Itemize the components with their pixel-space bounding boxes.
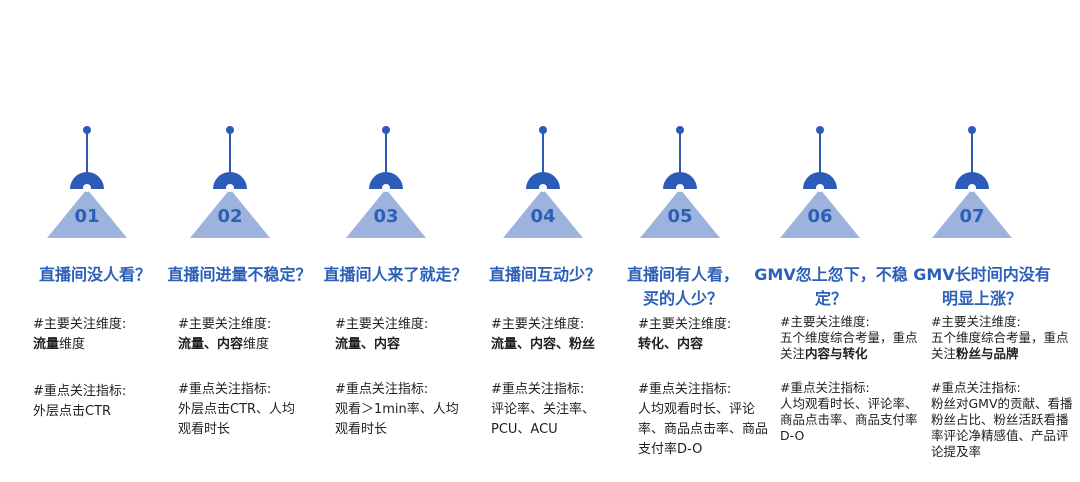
question-title: GMV忽上忽下，不稳定？ bbox=[754, 265, 908, 308]
lamp-icon-07: 07 bbox=[932, 126, 1012, 238]
dimension-suffix: 维度 bbox=[59, 337, 86, 352]
dimension-label: #主要关注维度: bbox=[638, 317, 732, 332]
dimension-block: #主要关注维度: 转化、内容 bbox=[638, 315, 768, 355]
question-title: 直播间有人看，买的人少？ bbox=[626, 265, 739, 308]
indicator-block: #重点关注指标: 外层点击CTR bbox=[33, 382, 158, 422]
indicator-block: #重点关注指标: 外层点击CTR、人均观看时长 bbox=[178, 380, 296, 440]
step-number: 03 bbox=[373, 206, 399, 227]
indicator-block: #重点关注指标: 评论率、关注率、PCU、ACU bbox=[491, 380, 606, 440]
indicator-text: 评论率、关注率、PCU、ACU bbox=[491, 402, 596, 437]
lamp-icon-02: 02 bbox=[190, 126, 270, 238]
indicator-block: #重点关注指标: 人均观看时长、评论率、商品点击率、商品支付率D-O bbox=[638, 380, 773, 460]
step-number: 01 bbox=[74, 206, 100, 227]
lamp-icon-05: 05 bbox=[640, 126, 720, 238]
question-title: GMV长时间内没有明显上涨？ bbox=[913, 265, 1051, 308]
dimension-block: #主要关注维度: 五个维度综合考量，重点关注内容与转化 bbox=[780, 314, 925, 362]
dimension-label: #主要关注维度: bbox=[780, 314, 870, 329]
dimension-highlight: 流量、内容 bbox=[335, 337, 401, 352]
dimension-label: #主要关注维度: bbox=[491, 317, 585, 332]
lamp-icon-01: 01 bbox=[47, 126, 127, 238]
dimension-block: #主要关注维度: 五个维度综合考量，重点关注粉丝与品牌 bbox=[931, 314, 1076, 362]
dimension-block: #主要关注维度: 流量、内容维度 bbox=[178, 315, 303, 355]
question-title: 直播间人来了就走？ bbox=[323, 265, 468, 284]
indicator-block: #重点关注指标: 观看＞1min率、人均观看时长 bbox=[335, 380, 460, 440]
step-number: 02 bbox=[217, 206, 243, 227]
dimension-label: #主要关注维度: bbox=[33, 317, 127, 332]
dimension-highlight: 粉丝与品牌 bbox=[956, 346, 1019, 361]
dimension-highlight: 流量 bbox=[33, 337, 60, 352]
step-number: 05 bbox=[667, 206, 693, 227]
dimension-block: #主要关注维度: 流量、内容 bbox=[335, 315, 460, 355]
dimension-prefix: 五个维度综合考量，重点关注 bbox=[931, 330, 1069, 361]
dimension-block: #主要关注维度: 流量维度 bbox=[33, 315, 158, 355]
dimension-label: #主要关注维度: bbox=[931, 314, 1021, 329]
step-number: 04 bbox=[530, 206, 556, 227]
indicator-text: 人均观看时长、评论率、商品点击率、商品支付率D-O bbox=[780, 396, 918, 443]
indicator-text: 人均观看时长、评论率、商品点击率、商品支付率D-O bbox=[638, 402, 769, 457]
indicator-text: 粉丝对GMV的贡献、看播粉丝占比、粉丝活跃看播率评论净精感值、产品评论提及率 bbox=[931, 396, 1073, 459]
indicator-label: #重点关注指标: bbox=[33, 384, 127, 399]
indicator-label: #重点关注指标: bbox=[335, 382, 429, 397]
step-number: 07 bbox=[959, 206, 985, 227]
question-title: 直播间没人看？ bbox=[38, 265, 151, 284]
dimension-label: #主要关注维度: bbox=[335, 317, 429, 332]
lamp-icon-04: 04 bbox=[503, 126, 583, 238]
lamp-icon-06: 06 bbox=[780, 126, 860, 238]
dimension-highlight: 流量、内容、粉丝 bbox=[491, 337, 596, 352]
dimension-highlight: 流量、内容 bbox=[178, 337, 244, 352]
question-title: 直播间互动少？ bbox=[488, 265, 601, 284]
question-title: 直播间进量不稳定？ bbox=[167, 265, 312, 284]
indicator-label: #重点关注指标: bbox=[178, 382, 272, 397]
indicator-label: #重点关注指标: bbox=[780, 380, 870, 395]
indicator-text: 观看＞1min率、人均观看时长 bbox=[335, 402, 459, 437]
indicator-label: #重点关注指标: bbox=[931, 380, 1021, 395]
dimension-block: #主要关注维度: 流量、内容、粉丝 bbox=[491, 315, 616, 355]
indicator-block: #重点关注指标: 粉丝对GMV的贡献、看播粉丝占比、粉丝活跃看播率评论净精感值、… bbox=[931, 380, 1076, 460]
lamp-icon-03: 03 bbox=[346, 126, 426, 238]
dimension-prefix: 五个维度综合考量，重点关注 bbox=[780, 330, 918, 361]
dimension-highlight: 转化、内容 bbox=[638, 337, 704, 352]
dimension-suffix: 维度 bbox=[243, 337, 270, 352]
step-number: 06 bbox=[807, 206, 833, 227]
dimension-label: #主要关注维度: bbox=[178, 317, 272, 332]
indicator-label: #重点关注指标: bbox=[491, 382, 585, 397]
indicator-text: 外层点击CTR bbox=[33, 404, 112, 419]
indicator-label: #重点关注指标: bbox=[638, 382, 732, 397]
dimension-highlight: 内容与转化 bbox=[805, 346, 868, 361]
indicator-block: #重点关注指标: 人均观看时长、评论率、商品点击率、商品支付率D-O bbox=[780, 380, 925, 444]
indicator-text: 外层点击CTR、人均观看时长 bbox=[178, 402, 296, 437]
